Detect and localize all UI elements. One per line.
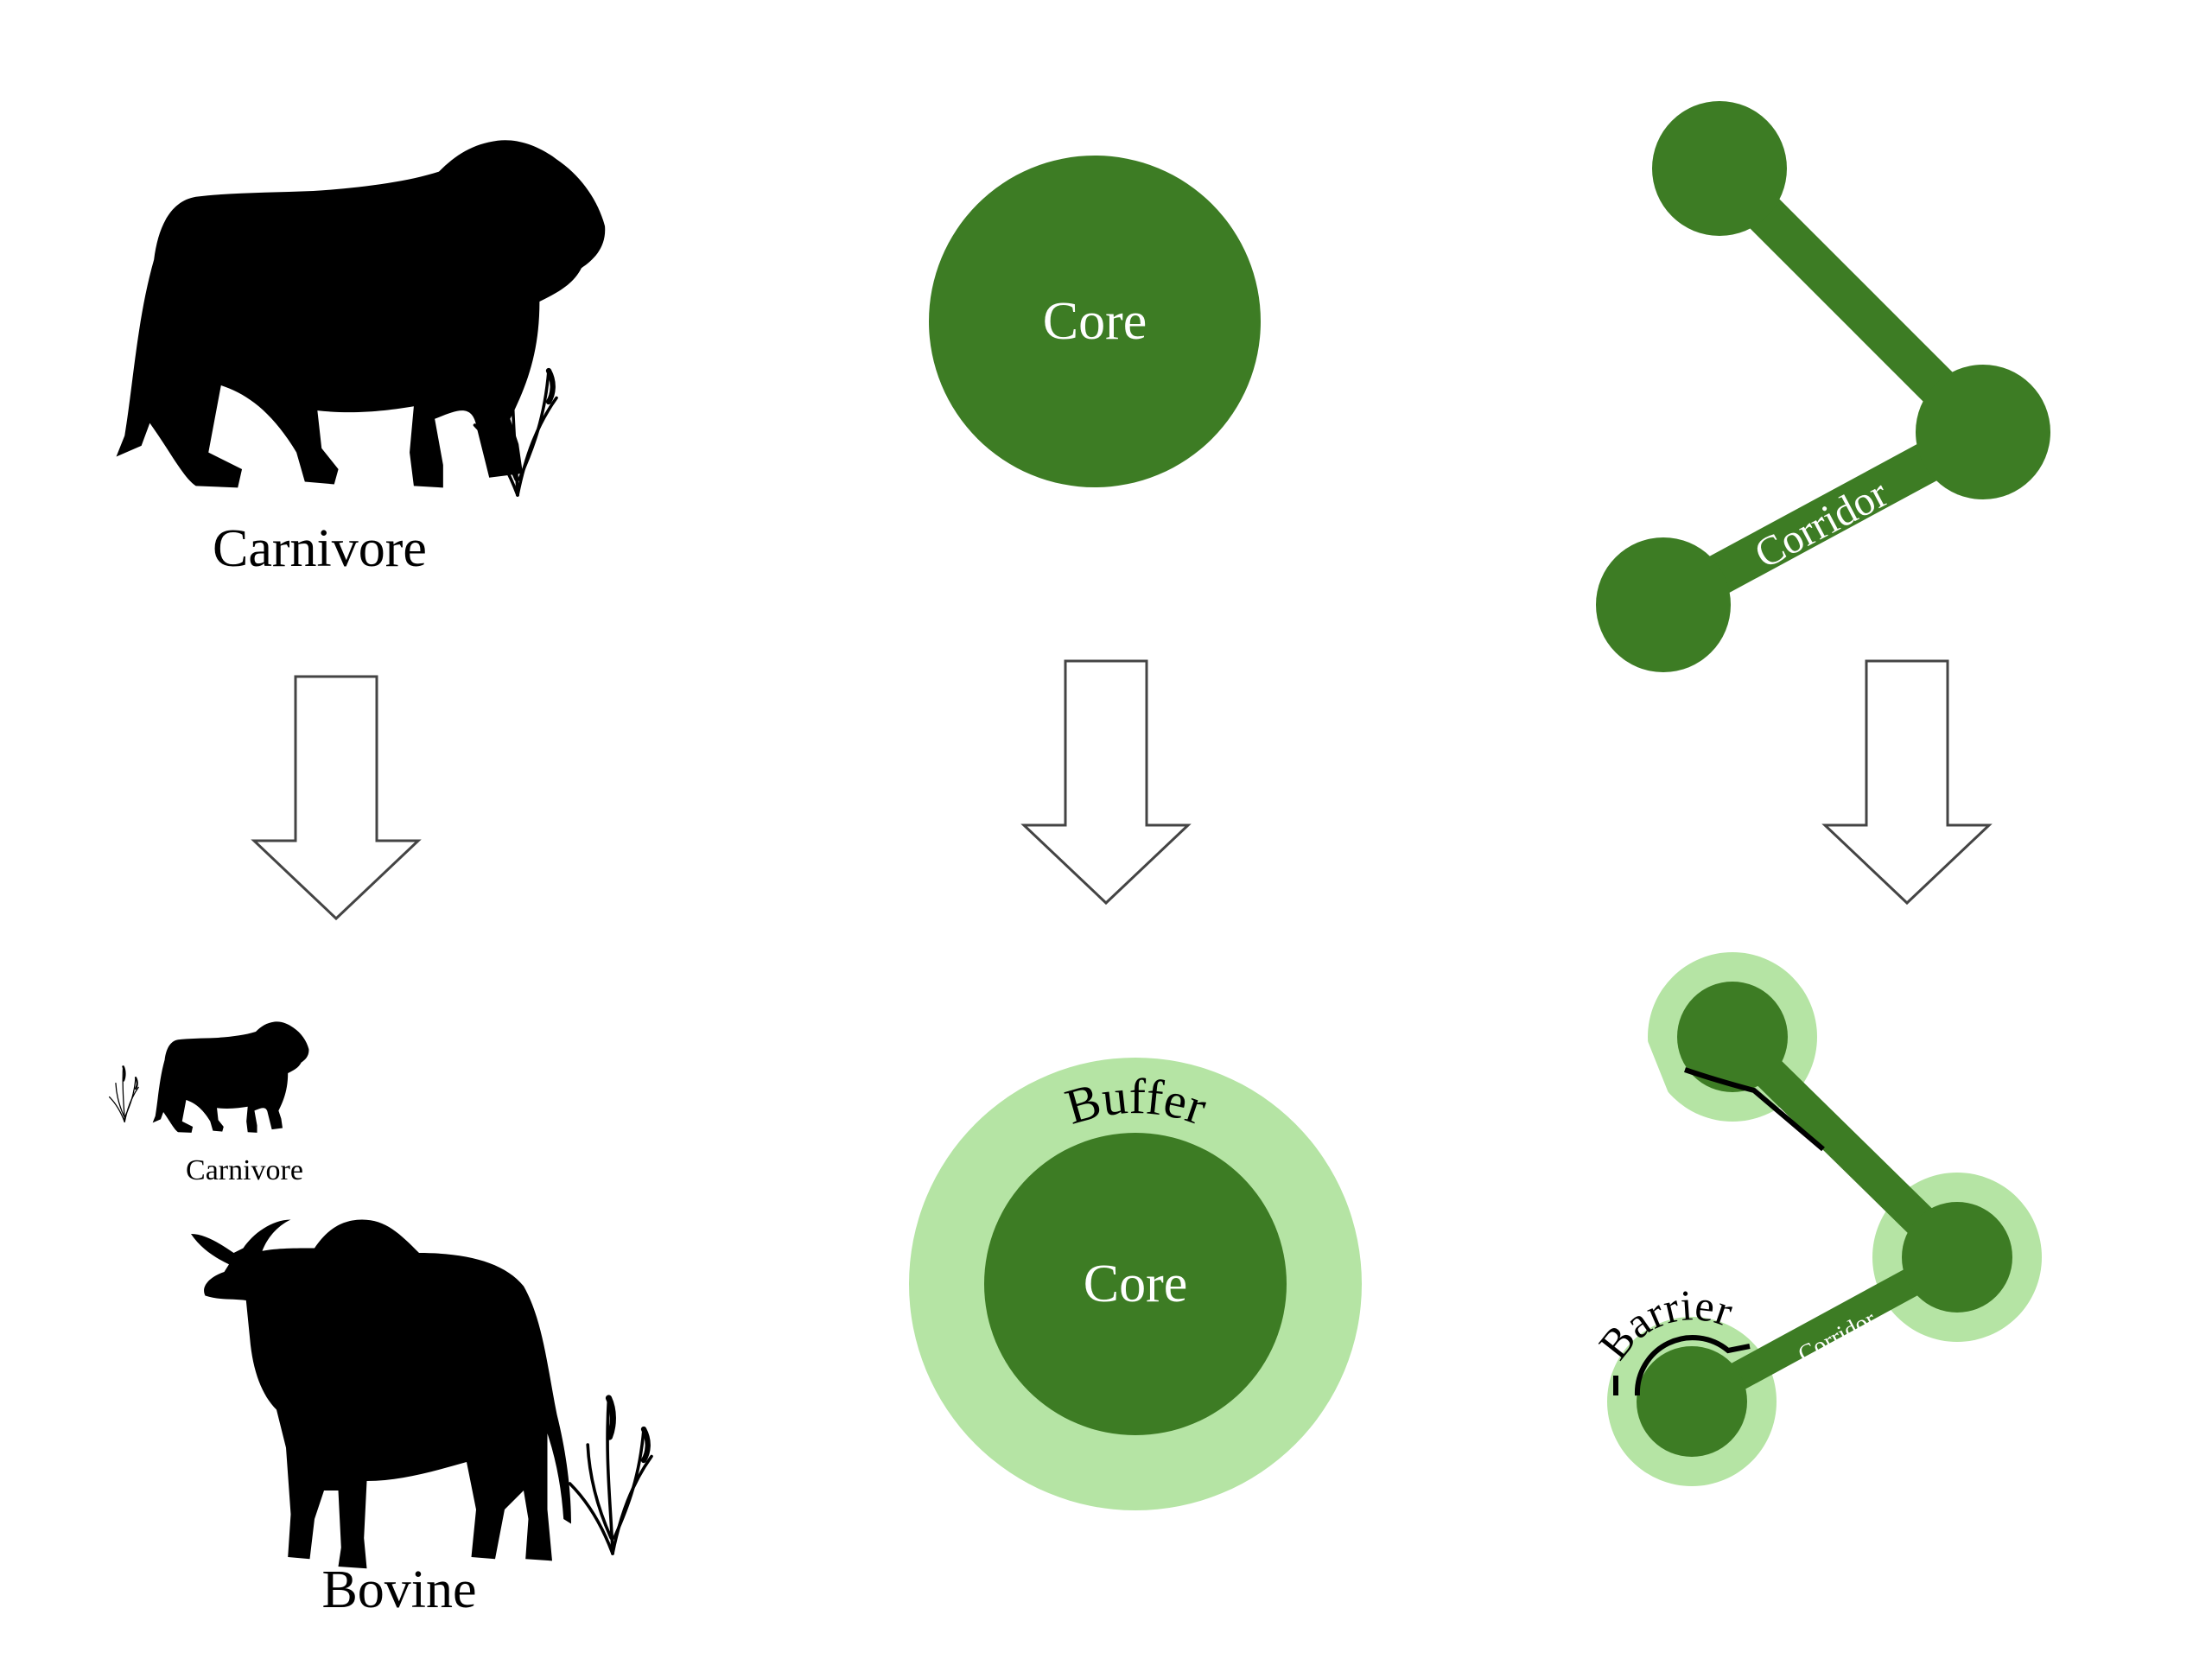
corridor-network-bottom: Corridor Barrier	[1589, 952, 2042, 1486]
core-label-top: Core	[1043, 292, 1147, 351]
corridor-network-top: Corridor	[1596, 101, 2050, 672]
lion-silhouette-icon	[152, 1021, 309, 1133]
core-node	[1652, 101, 1787, 236]
core-node	[1902, 1202, 2012, 1313]
carnivore-column: Carnivore Carnivore Bovine	[108, 140, 652, 1619]
barrier-line	[1634, 1335, 1751, 1396]
core-circle-top	[929, 156, 1261, 487]
core-node	[1677, 982, 1788, 1092]
grass-icon	[108, 1065, 140, 1123]
down-arrow-icon	[252, 675, 420, 920]
down-arrow-icon	[1823, 659, 1991, 905]
bull-silhouette-icon	[191, 1219, 571, 1569]
bovine-label: Bovine	[321, 1560, 476, 1619]
core-node	[1916, 365, 2050, 499]
corridor-column: Corridor Corridor Barrier	[1589, 101, 2050, 1486]
barrier-line	[1684, 1067, 1825, 1152]
core-label-bottom: Core	[1084, 1255, 1188, 1313]
core-node	[1596, 537, 1731, 672]
carnivore-label-small: Carnivore	[186, 1154, 303, 1186]
core-column: Core Core Buffer	[909, 156, 1362, 1510]
grass-icon	[570, 1398, 652, 1554]
down-arrow-icon	[1022, 659, 1190, 905]
core-node	[1637, 1346, 1747, 1457]
carnivore-label-top: Carnivore	[213, 519, 427, 578]
lion-silhouette-icon	[116, 140, 606, 488]
core-circle-bottom	[984, 1133, 1287, 1435]
